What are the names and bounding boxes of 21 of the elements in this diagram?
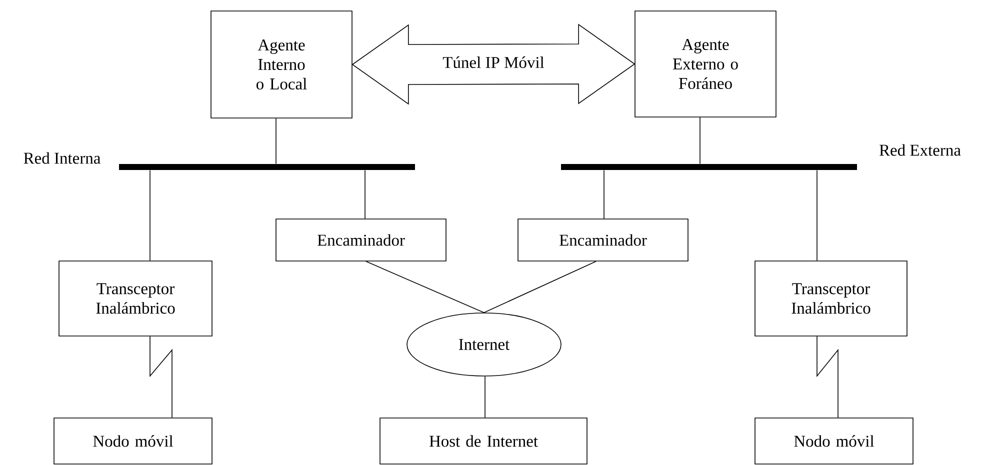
mobile-node-box: Nodo móvil: [54, 418, 212, 464]
host-box: Host de Internet: [380, 418, 588, 464]
agent-box: Agente Externo o Foráneo: [634, 10, 776, 118]
connector-line: [484, 376, 486, 418]
edge-label: Túnel IP Móvil: [442, 56, 544, 68]
connector-line: [366, 261, 484, 313]
connector-line: [150, 336, 172, 418]
router-box: Encaminador: [276, 218, 446, 262]
network-bus: [561, 164, 857, 170]
connector-line: [816, 170, 818, 261]
mobile-node-box: Nodo móvil: [754, 418, 914, 464]
transceiver-box: Transceptor Inalámbrico: [58, 260, 212, 336]
connector-line: [484, 261, 596, 313]
network-label: Red Externa: [879, 144, 961, 156]
agent-box: Agente Interno o Local: [210, 10, 352, 118]
network-bus: [119, 164, 415, 170]
connector-line: [816, 336, 838, 418]
router-box: Encaminador: [518, 218, 688, 262]
network-label: Red Interna: [24, 152, 101, 164]
connector-line: [364, 170, 366, 219]
transceiver-box: Transceptor Inalámbrico: [754, 260, 908, 336]
